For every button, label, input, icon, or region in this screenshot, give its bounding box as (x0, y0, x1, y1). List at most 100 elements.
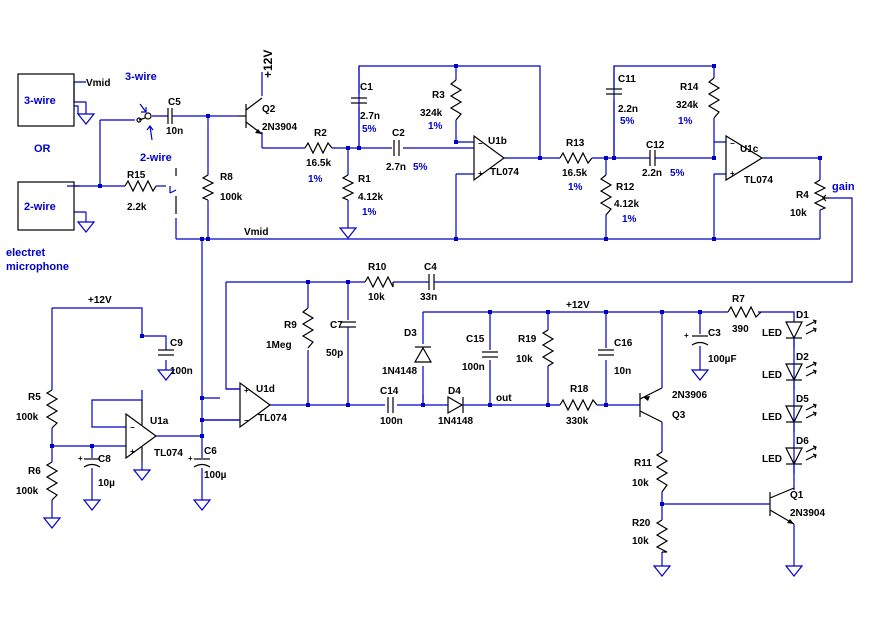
val-u1b: TL074 (490, 167, 519, 178)
val-c5: 10n (166, 126, 183, 137)
transistor-q3 (639, 387, 663, 423)
net-vmid-top: Vmid (86, 78, 110, 89)
resistor-r6 (45, 461, 59, 501)
resistor-r18 (559, 398, 598, 412)
val-c4: 33n (420, 292, 437, 303)
tol-r12: 1% (622, 214, 637, 225)
ref-c6: C6 (204, 446, 217, 457)
wires (51, 65, 853, 566)
tol-r14: 1% (678, 116, 693, 127)
diode-d3 (413, 346, 433, 363)
ref-c12: C12 (646, 140, 665, 151)
tol-c2: 5% (413, 162, 428, 173)
resistor-r1 (341, 174, 355, 201)
ref-r15: R15 (127, 170, 146, 181)
resistor-r5 (45, 389, 59, 429)
input-select-switch[interactable] (136, 103, 177, 214)
tol-r13: 1% (568, 182, 583, 193)
three-wire-mic-block (17, 73, 75, 127)
ref-c11: C11 (618, 74, 636, 85)
label-electret: electret (6, 247, 45, 259)
val-r20: 10k (632, 536, 649, 547)
potentiometer-r4[interactable] (813, 179, 829, 211)
capacitor-c14 (387, 397, 394, 413)
ref-u1d: U1d (256, 384, 275, 395)
val-u1a: TL074 (154, 448, 183, 459)
capacitor-c6: + (188, 454, 211, 468)
tol-c11: 5% (620, 116, 635, 127)
ref-q1: Q1 (790, 490, 804, 501)
resistor-r9 (301, 307, 315, 349)
val-d3: 1N4148 (382, 366, 417, 377)
val-r9: 1Meg (266, 340, 292, 351)
label-three-wire: 3-wire (24, 95, 56, 107)
svg-text:−: − (478, 139, 483, 148)
svg-text:+: + (244, 386, 249, 395)
ref-r9: R9 (284, 320, 297, 331)
val-c7: 50p (326, 348, 343, 359)
val-c12: 2.2n (642, 168, 662, 179)
opamp-u1b: −+ (473, 134, 506, 182)
resistor-r11 (655, 451, 669, 493)
val-r3: 324k (420, 108, 443, 119)
ref-r1: R1 (358, 174, 371, 185)
ref-c14: C14 (380, 386, 399, 397)
val-c6: 100µ (204, 470, 227, 481)
val-c1: 2.7n (360, 111, 380, 122)
val-c15: 100n (462, 362, 485, 373)
resistor-r15 (124, 179, 157, 193)
ref-d4: D4 (448, 386, 461, 397)
svg-text:−: − (244, 416, 249, 425)
tol-c1: 5% (362, 124, 377, 135)
opamp-u1a: −+ (125, 400, 158, 462)
ref-d6: D6 (796, 436, 809, 447)
val-r19: 10k (516, 354, 533, 365)
val-r14: 324k (676, 100, 699, 111)
led-d2 (785, 361, 817, 382)
transistor-q2 (237, 97, 263, 135)
ref-c8: C8 (98, 454, 111, 465)
val-d2: LED (762, 370, 782, 381)
resistor-r13 (559, 151, 593, 165)
ref-d2: D2 (796, 352, 809, 363)
val-c8: 10µ (98, 478, 115, 489)
ref-r19: R19 (518, 334, 537, 345)
ref-c1: C1 (360, 82, 373, 93)
ground-symbols (42, 113, 804, 577)
val-r7: 390 (732, 324, 749, 335)
capacitor-c2 (393, 140, 400, 156)
svg-text:+: + (78, 454, 83, 463)
label-microphone: microphone (6, 261, 69, 273)
val-q1: 2N3904 (790, 508, 825, 519)
capacitor-c11 (606, 88, 622, 95)
ref-q2: Q2 (262, 104, 276, 115)
val-u1d: TL074 (258, 413, 287, 424)
ref-c15: C15 (466, 334, 485, 345)
label-gain: gain (832, 181, 855, 193)
val-r15: 2.2k (127, 202, 147, 213)
ref-r10: R10 (368, 262, 387, 273)
val-r8: 100k (220, 192, 243, 203)
capacitor-c8: + (78, 454, 101, 468)
val-d1: LED (762, 328, 782, 339)
ref-r11: R11 (634, 458, 652, 469)
capacitor-c5 (167, 108, 173, 124)
val-r12: 4.12k (614, 199, 639, 210)
ref-r14: R14 (680, 82, 699, 93)
label-or: OR (34, 143, 51, 155)
capacitor-c9 (158, 349, 174, 356)
val-r1: 4.12k (358, 192, 383, 203)
ref-d3: D3 (404, 328, 417, 339)
ref-d1: D1 (796, 310, 809, 321)
val-q2: 2N3904 (262, 122, 297, 133)
capacitor-c1 (351, 97, 367, 104)
ref-c4: C4 (424, 262, 437, 273)
led-d5 (785, 403, 817, 424)
capacitor-c16 (598, 349, 614, 356)
svg-text:−: − (730, 139, 735, 148)
val-r2: 16.5k (306, 158, 331, 169)
resistor-r7 (727, 305, 762, 319)
val-c9: 100n (170, 366, 193, 377)
svg-text:+: + (478, 169, 483, 178)
ref-r18: R18 (570, 384, 589, 395)
